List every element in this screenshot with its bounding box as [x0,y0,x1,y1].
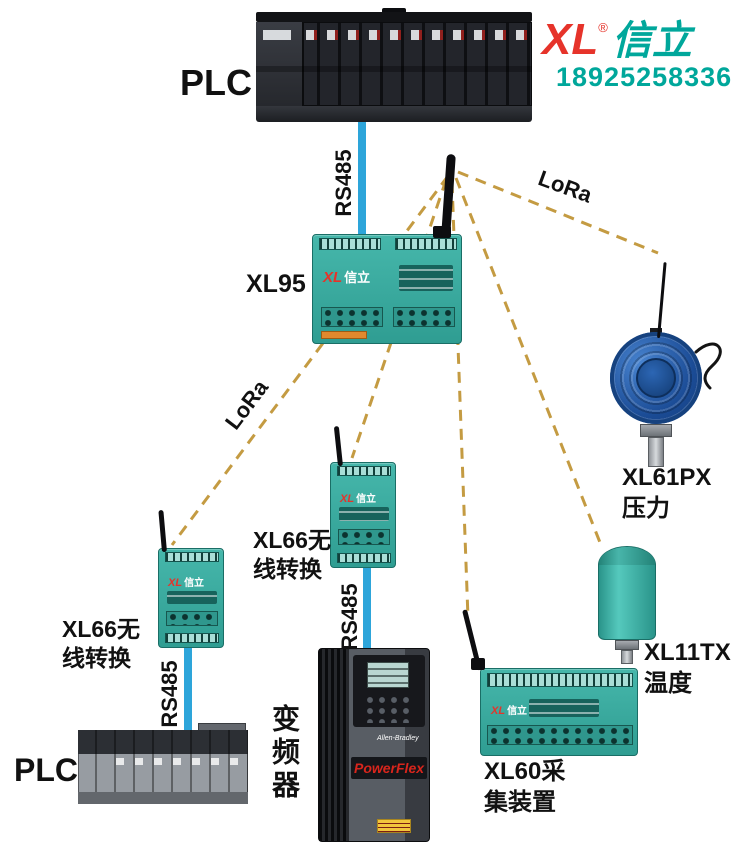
plc-top-bottom-rail [256,106,532,122]
xl66-left-label: XL66无 线转换 [62,615,140,673]
xl66-mid-logo-xinli: 信立 [356,494,377,505]
xl66-mid-label: XL66无 线转换 [253,526,331,584]
xl66-left-label-plate [167,591,217,604]
plc-bottom-device [78,723,248,804]
plc-top-rail [256,12,532,22]
vfd-maker-text: Allen-Bradley [377,735,419,742]
xl61px-label-line1: XL61PX [622,464,712,491]
xl11tx-label-line2: 温度 [644,670,692,697]
xl11tx-device [598,546,656,640]
xl60-label-line1: XL60采 [484,758,566,785]
rs485-mid-label: RS485 [337,583,362,651]
lora-link-xl66-left [170,175,450,546]
xl60-logo-xinli: 信立 [507,706,528,717]
xl66-mid-terminal-bottom [337,553,391,563]
logo-xl-text: XL [542,15,599,64]
xl60-label-plate [529,699,599,717]
xl95-terminal-bottom-right [393,307,455,327]
xl66-left-terminal-bottom [165,633,219,643]
plc-top-module-labels [306,30,530,40]
xl95-label-plate [399,265,453,291]
xl60-terminal-bottom [487,725,633,745]
xl95-orange-connector [321,331,367,339]
xl61px-hex-nut [640,424,672,437]
xl61px-center-cap [636,358,676,398]
xl11tx-cap [599,547,655,565]
xl61px-label-line2: 压力 [622,495,670,522]
phone-number: 18925258336 [556,62,733,92]
vfd-device: Allen-Bradley PowerFlex [318,648,430,842]
xl61px-cable [694,342,722,390]
plc-bottom-module-slats [78,730,248,804]
plc-bottom-rail [78,792,248,804]
xl66-left-logo-xinli: 信立 [184,578,205,589]
xl66-left-label-line2: 线转换 [62,645,131,671]
plc-top-label: PLC [180,62,252,103]
xl66-mid-terminal-top [337,466,391,476]
vfd-heatsink-fins [319,649,349,841]
xl95-terminal-top-right [395,238,457,250]
logo-registered-mark: ® [598,20,608,35]
xl95-label: XL95 [246,270,306,298]
xl95-terminal-bottom-left [321,307,383,327]
xl11tx-label-line1: XL11TX [644,639,731,666]
plc-bottom-label: PLC [14,752,78,788]
plc-top-device [256,8,532,122]
vfd-display-panel [353,655,425,727]
xl11tx-label: XL11TX 温度 [644,637,731,699]
vfd-brand-text: PowerFlex [353,760,425,776]
logo-brand-text: 信立 [611,19,692,63]
vfd-keypad [365,695,413,723]
plc-top-psu-label [263,30,291,40]
plc-top-power-supply [256,22,304,106]
plc-bottom-module-labels [116,758,244,765]
xl11tx-nut [615,640,639,650]
xl66-mid-logo-xl: XL [340,493,355,505]
xl66-left-label-line1: XL66无 [62,616,140,642]
vfd-warning-sticker [377,819,411,833]
vfd-label: 变频器 [269,704,300,803]
plc-bottom-top-band [78,730,248,754]
xl66-mid-terminal-dots [338,529,390,545]
xl60-logo-xl: XL [491,705,506,717]
xl66-mid-label-plate [339,507,389,521]
xl61px-device [610,332,702,424]
vfd-lcd-screen [367,662,409,688]
xl60-label-line2: 集装置 [484,789,556,816]
rs485-top-label: RS485 [331,149,356,217]
plc-top-mid-band [256,66,532,72]
xl66-left-terminal-dots [166,611,218,626]
xl11tx-stem [621,650,633,664]
lora-link-xl61px [457,170,659,255]
xl66-mid-label-line2: 线转换 [253,556,322,582]
xl66-left-logo-xl: XL [168,577,183,589]
company-logo: XL®信立 [542,8,692,66]
xl95-terminal-top-left [319,238,381,250]
lora-link-xl60 [450,181,470,619]
xl66-left-terminal-top [165,552,219,562]
xl60-label: XL60采 集装置 [484,756,565,818]
xl60-terminal-top [487,673,633,687]
xl95-logo-xl: XL [323,269,343,286]
xl66-mid-label-line1: XL66无 [253,527,331,553]
rs485-left-label: RS485 [157,660,182,728]
xl61px-label: XL61PX 压力 [622,462,711,524]
xl95-logo-xinli: 信立 [344,270,371,285]
xl61px-stem [648,437,664,467]
vfd-brand-band: PowerFlex [351,757,427,779]
lora-link-xl11tx [454,177,603,546]
lora-link-xl66-mid [350,179,448,459]
